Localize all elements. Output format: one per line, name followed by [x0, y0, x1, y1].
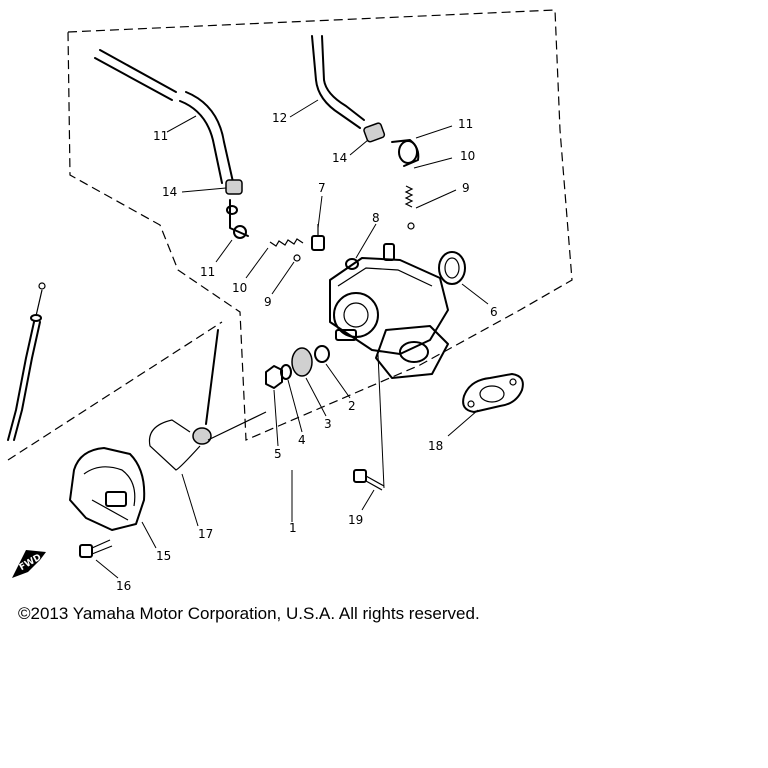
- callout-2: 2: [348, 399, 356, 413]
- callout-6: 6: [490, 305, 498, 319]
- spring-10-left: [269, 238, 304, 247]
- callout-8: 8: [372, 211, 380, 225]
- hose-12: [94, 49, 234, 184]
- callout-13: 12: [272, 111, 287, 125]
- callout-10-right: 10: [460, 149, 475, 163]
- throttle-cable: [7, 282, 46, 441]
- clamp-14-right: [363, 122, 386, 143]
- copyright-notice: ©2013 Yamaha Motor Corporation, U.S.A. A…: [18, 604, 480, 623]
- callout-9-right: 9: [462, 181, 470, 195]
- callout-9-left: 9: [264, 295, 272, 309]
- check-ball-9-left: [293, 254, 301, 262]
- nut-5: [265, 365, 283, 389]
- plate-3: [291, 347, 313, 377]
- screw-16: [79, 539, 113, 558]
- callout-11-right: 11: [458, 117, 473, 131]
- bolt-19: [353, 469, 385, 491]
- clamp-14-left: [225, 179, 243, 195]
- callout-15: 15: [156, 549, 171, 563]
- pump-cover-15: [69, 447, 146, 531]
- elbow-fitting-11-left: [226, 199, 249, 239]
- callout-12: 11: [153, 129, 168, 143]
- washer-2: [314, 345, 330, 363]
- exploded-parts-diagram: FWD 11 14 11 10 9 12 14 11 10 9 7 8 6: [7, 9, 573, 593]
- callout-3: 3: [324, 417, 332, 431]
- callout-11-left: 11: [200, 265, 215, 279]
- callout-14-left: 14: [162, 185, 177, 199]
- callout-4: 4: [298, 433, 306, 447]
- elbow-fitting-11-right: [391, 139, 420, 167]
- gasket-18: [462, 373, 524, 413]
- pump-cable-17: [148, 329, 267, 471]
- callout-7: 7: [318, 181, 326, 195]
- check-ball-9-right: [407, 222, 415, 230]
- fwd-direction-arrow: FWD: [12, 550, 46, 578]
- callout-16: 16: [116, 579, 131, 593]
- oil-pump-body: [329, 243, 449, 379]
- callout-10-left: 10: [232, 281, 247, 295]
- callout-17: 17: [198, 527, 213, 541]
- oil-seal-6: [438, 251, 466, 285]
- hose-13: [311, 35, 365, 129]
- callout-19: 19: [348, 513, 363, 527]
- callout-5: 5: [274, 447, 282, 461]
- washer-8: [345, 258, 359, 270]
- cable-boundary: [7, 321, 223, 461]
- assembly-boundary: [67, 9, 573, 441]
- callout-14-right: 14: [332, 151, 347, 165]
- leader-lines: [95, 99, 489, 579]
- spring-10-right: [404, 185, 414, 208]
- callout-1: 1: [289, 521, 297, 535]
- callout-18: 18: [428, 439, 443, 453]
